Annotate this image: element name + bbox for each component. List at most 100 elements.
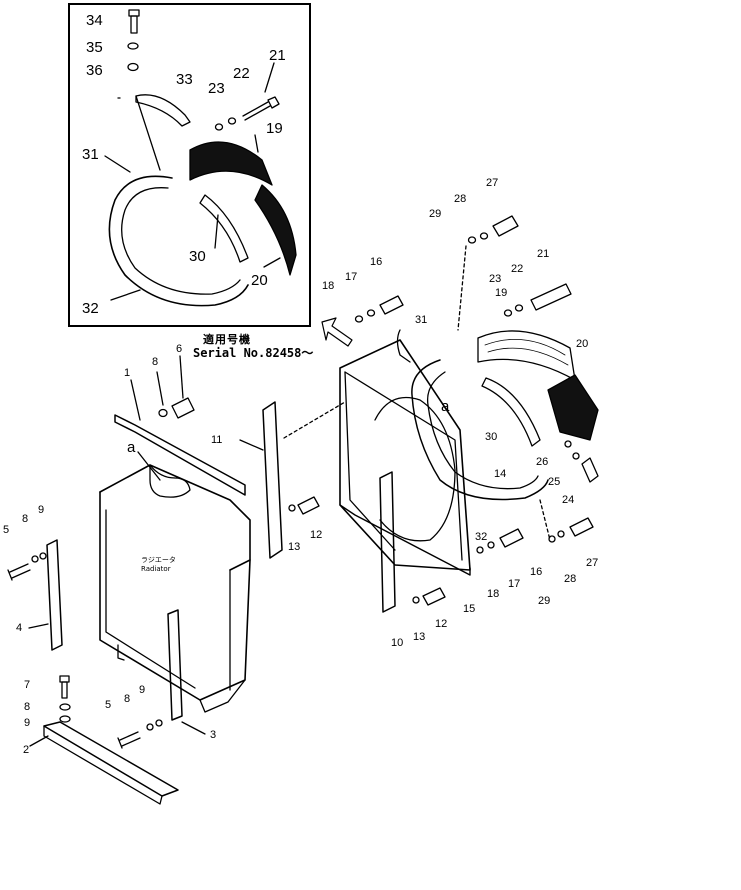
radiator-drain: [117, 644, 125, 661]
callout-20-right: 20: [576, 338, 588, 350]
callout-22: 22: [233, 65, 250, 82]
bolt-12-lower: [422, 587, 446, 606]
washer-28-top: [479, 232, 489, 240]
radiator-top: [99, 464, 251, 571]
washer-17-lower: [487, 541, 495, 549]
callout-27-top: 27: [486, 177, 498, 189]
inset-leader-20: [263, 257, 281, 268]
callout-17-top: 17: [345, 271, 357, 283]
callout-23: 23: [208, 80, 225, 97]
bolt-5-upper: [7, 563, 31, 581]
callout-8-top: 8: [152, 356, 158, 368]
bolt-12-upper: [297, 496, 320, 515]
plate-2: [43, 721, 179, 797]
callout-24: 24: [562, 494, 574, 506]
inset-bolt-21: [242, 96, 280, 121]
inset-parts: [104, 9, 297, 307]
callout-27-lower: 27: [586, 557, 598, 569]
washer-9-bolt7: [59, 715, 71, 723]
plate-1: [114, 414, 246, 496]
callout-32-right: 32: [475, 531, 487, 543]
washer-28-lower: [557, 530, 565, 538]
leader-4: [28, 623, 49, 629]
callout-6: 6: [176, 343, 182, 355]
callout-30: 30: [189, 248, 206, 265]
bracket-31-right: [396, 329, 411, 363]
bracket-11: [262, 401, 283, 559]
callout-21: 21: [269, 47, 286, 64]
callout-26: 26: [536, 456, 548, 468]
leader-6: [179, 355, 184, 399]
shroud-ring-outer: [411, 359, 549, 501]
callout-31: 31: [82, 146, 99, 163]
washer-13-upper: [288, 504, 296, 512]
callout-14: 14: [494, 468, 506, 480]
guard-19-right: [477, 330, 576, 381]
washer-8-left: [31, 555, 39, 563]
bracket-10: [379, 471, 396, 613]
washer-9-lower: [155, 719, 163, 727]
callout-labels: 34 35 36 33 23 22 21 19 31 30 20 32 27 2…: [3, 12, 598, 756]
callout-19: 19: [266, 120, 283, 137]
bolt-24: [581, 457, 599, 483]
washer-13-lower: [412, 596, 420, 604]
bracket-4: [46, 539, 63, 651]
callout-13-upper: 13: [288, 541, 300, 553]
radiator-filler-cap: [149, 464, 191, 498]
washer-9-left: [39, 552, 47, 560]
align-line-29: [457, 245, 467, 331]
callout-28-lower: 28: [564, 573, 576, 585]
callout-16-top: 16: [370, 256, 382, 268]
callout-a-left: a: [127, 439, 136, 456]
callout-23-right: 23: [489, 273, 501, 285]
washer-8-bolt7: [59, 703, 71, 711]
callout-21-right: 21: [537, 248, 549, 260]
washer-18-lower: [476, 546, 484, 554]
callout-17-lower: 17: [508, 578, 520, 590]
inset-guard-19: [189, 141, 273, 186]
leader-a-left: [137, 451, 161, 481]
callout-16-lower: 16: [530, 566, 542, 578]
washer-8-lower: [146, 723, 154, 731]
callout-12-upper: 12: [310, 529, 322, 541]
inset-washer-23: [214, 123, 224, 131]
callout-5-upper: 5: [3, 524, 9, 536]
bolt-6: [171, 397, 195, 419]
inset-reference-arrow: [321, 317, 353, 347]
inset-washer-36: [127, 62, 139, 72]
inset-leader-33: [135, 95, 161, 171]
callout-4: 4: [16, 622, 22, 634]
callout-29-top: 29: [429, 208, 441, 220]
leader-1: [130, 379, 141, 421]
washer-29-lower: [548, 535, 556, 543]
inset-leader-30: [214, 214, 219, 249]
callout-30-right: 30: [485, 431, 497, 443]
inset-bolt-34-head: [128, 9, 140, 17]
callout-7: 7: [24, 679, 30, 691]
inset-bracket-33: [135, 94, 191, 127]
inset-guard-20: [254, 184, 297, 276]
washer-22-right: [514, 304, 524, 312]
washer-25: [572, 452, 580, 460]
callout-22-right: 22: [511, 263, 523, 275]
callout-9-left: 9: [38, 504, 44, 516]
callout-2: 2: [23, 744, 29, 756]
callout-34: 34: [86, 12, 103, 29]
callout-19-right: 19: [495, 287, 507, 299]
radiator-core-inner: [105, 509, 196, 689]
radiator-label-en: Radiator: [141, 565, 171, 573]
callout-9-bolt7: 9: [24, 717, 30, 729]
callout-3: 3: [210, 729, 216, 741]
align-line-29-lower: [539, 499, 551, 541]
bracket-3: [167, 609, 183, 721]
bolt-27-lower: [569, 517, 594, 537]
radiator-body-outline: [99, 491, 251, 701]
leader-3: [181, 721, 206, 735]
callout-12-lower: 12: [435, 618, 447, 630]
fan-shroud-panel: [339, 339, 471, 576]
inset-leader-32: [110, 289, 141, 301]
leader-2: [29, 735, 49, 747]
shroud-panel-inner-edge: [344, 371, 463, 561]
callout-8-bolt7: 8: [24, 701, 30, 713]
washer-26: [564, 440, 572, 448]
